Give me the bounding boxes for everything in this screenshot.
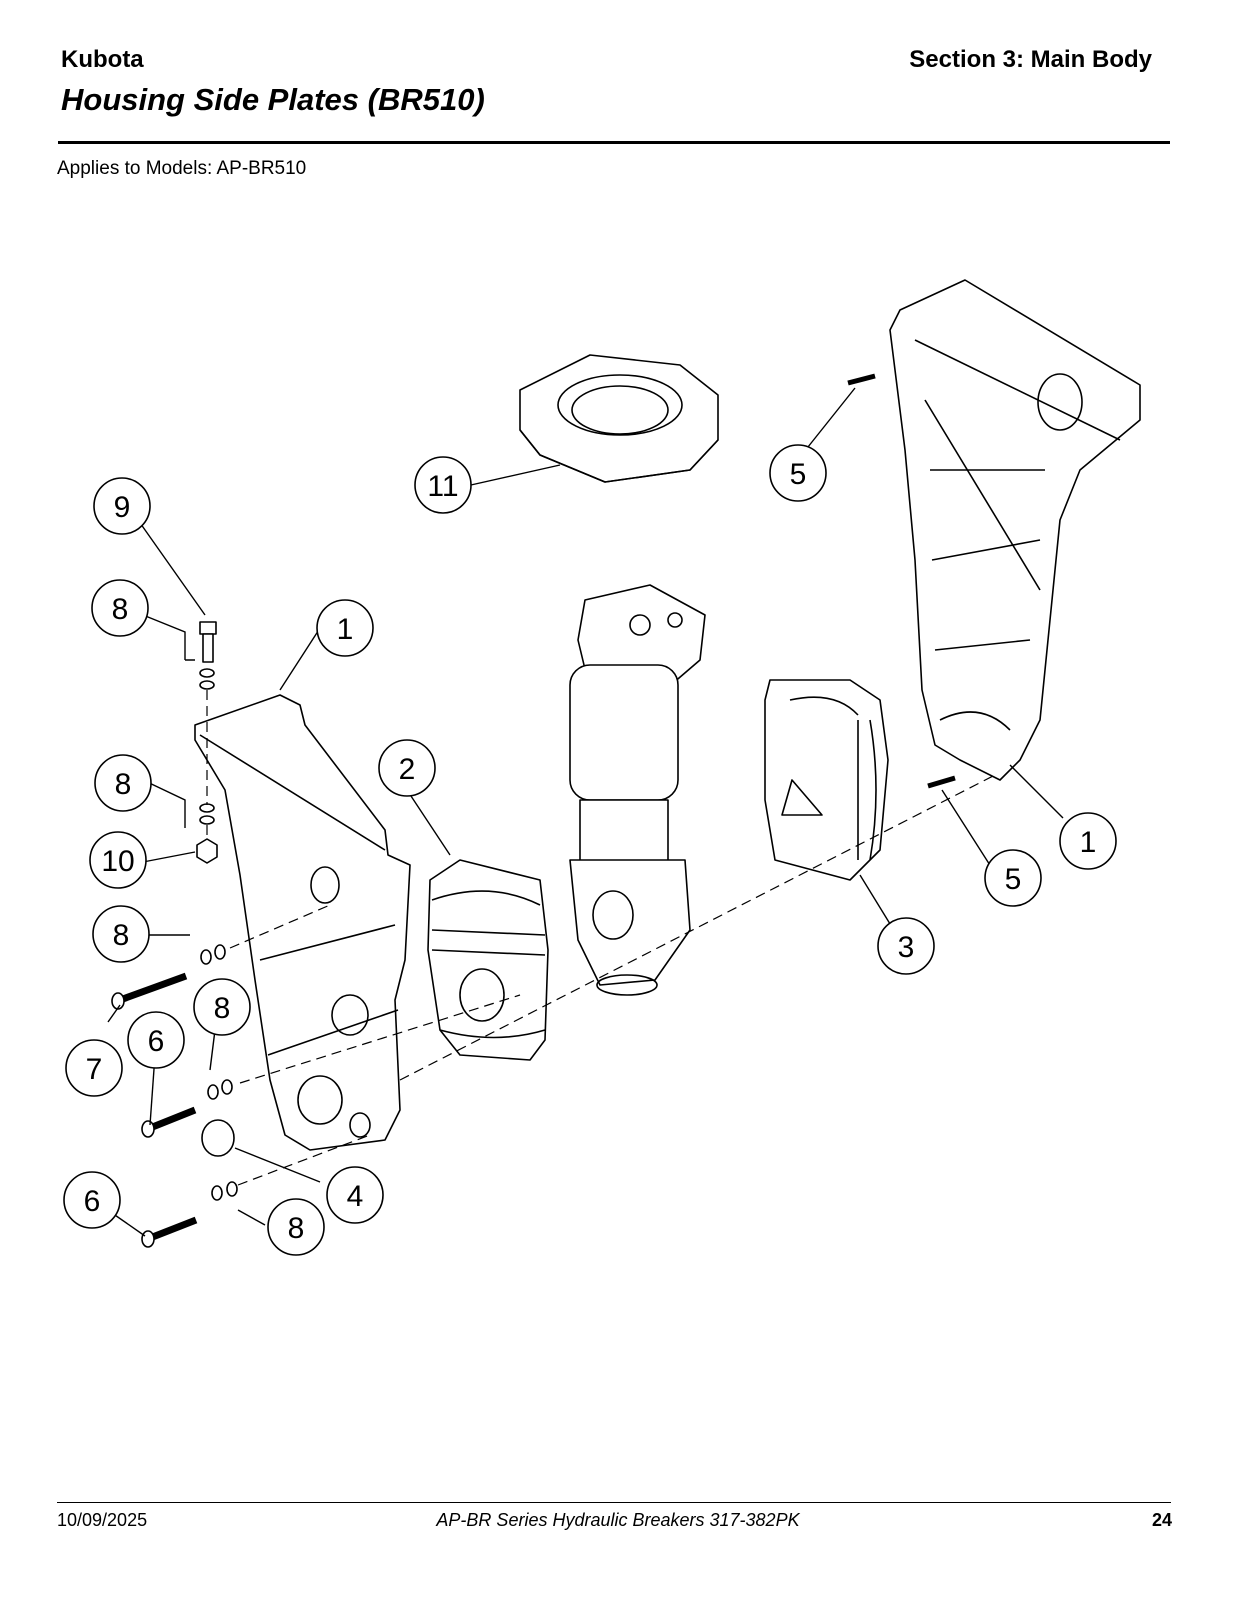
part-4-plug: [201, 1119, 235, 1157]
callout-4: 4: [326, 1166, 384, 1224]
callout-11: 11: [414, 456, 472, 514]
svg-text:2: 2: [399, 753, 416, 786]
page-number: 24: [1151, 1510, 1172, 1530]
svg-text:5: 5: [1005, 863, 1022, 896]
callout-1-left: 1: [316, 599, 374, 657]
section-title: Section 3: Main Body: [909, 46, 1152, 73]
svg-text:11: 11: [427, 470, 458, 503]
part-1-right-side-plate: [889, 279, 1141, 781]
callout-8-c: 8: [92, 905, 150, 963]
svg-text:9: 9: [114, 491, 131, 524]
footer-divider: [57, 1502, 1171, 1503]
footer-series: AP-BR Series Hydraulic Breakers 317-382P…: [436, 1510, 800, 1530]
part-6-bolts: [141, 1106, 198, 1248]
callout-6-bottom: 6: [63, 1171, 121, 1229]
callout-6-top: 6: [127, 1011, 185, 1069]
callout-1-right: 1: [1059, 812, 1117, 870]
part-7-long-bolt: [111, 972, 188, 1010]
alignment-lines: [206, 690, 996, 1186]
svg-text:1: 1: [1080, 826, 1097, 859]
callout-7: 7: [65, 1039, 123, 1097]
callout-8-b: 8: [94, 754, 152, 812]
leader-lines: [107, 387, 1064, 1237]
part-10-nut: [196, 838, 218, 864]
callout-8-a: 8: [91, 579, 149, 637]
svg-text:7: 7: [86, 1053, 103, 1086]
page-title: Housing Side Plates (BR510): [61, 82, 485, 117]
svg-text:8: 8: [112, 593, 129, 626]
svg-text:8: 8: [113, 919, 130, 952]
callout-8-e: 8: [267, 1198, 325, 1256]
callout-3: 3: [877, 917, 935, 975]
svg-text:6: 6: [84, 1185, 101, 1218]
part-1-left-side-plate: [194, 694, 411, 1151]
svg-text:8: 8: [214, 992, 231, 1025]
svg-text:6: 6: [148, 1025, 165, 1058]
svg-text:8: 8: [288, 1212, 305, 1245]
svg-text:3: 3: [898, 931, 915, 964]
callout-2: 2: [378, 739, 436, 797]
svg-text:8: 8: [115, 768, 132, 801]
part-8-washers: [199, 668, 238, 1201]
part-11-top-cushion: [519, 354, 719, 483]
callout-5-bottom: 5: [984, 849, 1042, 907]
callouts: 1 1 2 3 4 5 5 6 6 7 8 8 8 8 8 9 10 11: [63, 444, 1117, 1256]
svg-text:5: 5: [790, 458, 807, 491]
applies-to-models: Applies to Models: AP-BR510: [57, 158, 307, 179]
part-2-front-cover: [427, 859, 549, 1061]
callout-10: 10: [89, 831, 147, 889]
part-drawings: [111, 279, 1141, 1248]
brand-name: Kubota: [61, 46, 144, 73]
header-divider: [58, 141, 1170, 144]
part-5-pins: [847, 373, 956, 789]
callout-5-top: 5: [769, 444, 827, 502]
callout-8-d: 8: [193, 978, 251, 1036]
cylinder-assembly: [569, 584, 706, 996]
svg-text:1: 1: [337, 613, 354, 646]
part-9-bolt: [199, 621, 217, 663]
callout-9: 9: [93, 477, 151, 535]
svg-text:4: 4: [347, 1180, 364, 1213]
footer-date: 10/09/2025: [57, 1510, 148, 1530]
svg-text:10: 10: [101, 845, 134, 878]
part-3-rear-cover: [764, 679, 889, 881]
